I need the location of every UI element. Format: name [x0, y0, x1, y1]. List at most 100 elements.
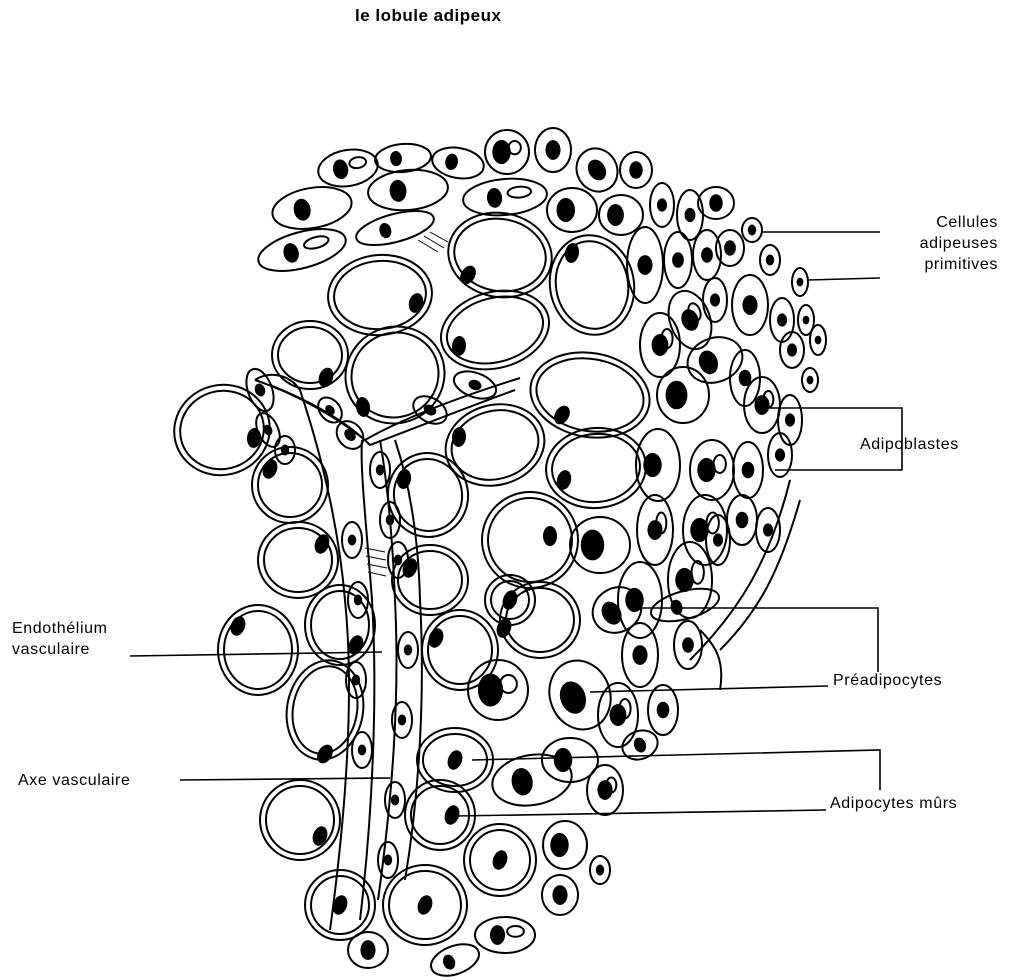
nucleus [389, 150, 402, 166]
nucleus [555, 469, 574, 492]
label-adipoblastes: Adipoblastes [860, 434, 959, 455]
label-line-1: Endothélium [12, 618, 108, 639]
nucleus [451, 426, 467, 447]
lipid-droplet [411, 786, 469, 844]
mature-adipocyte [260, 780, 340, 860]
nucleus [331, 158, 349, 180]
nucleus [724, 240, 736, 255]
cell-membrane [252, 447, 328, 523]
nucleus [632, 645, 647, 665]
nucleus [394, 555, 402, 566]
nucleus [647, 520, 662, 540]
nucleus [554, 748, 572, 772]
label-line-1: Cellules [870, 212, 998, 233]
lipid-vacuole [303, 234, 330, 251]
nucleus [785, 413, 795, 426]
small-cell [430, 144, 486, 183]
label-axe-vasculaire: Axe vasculaire [18, 770, 130, 791]
leader-axe-vasculaire [180, 778, 390, 780]
nucleus [675, 568, 693, 592]
nucleus [500, 588, 520, 612]
nucleus [685, 208, 696, 222]
nucleus [378, 222, 393, 240]
nucleus [666, 381, 688, 410]
cell-membrane [272, 321, 348, 389]
leader-adipocytes-murs-2 [455, 810, 826, 816]
leader-cellules-primitives-2 [808, 278, 880, 280]
nucleus [398, 715, 406, 726]
nucleus [787, 343, 797, 356]
label-preadipocytes: Préadipocytes [833, 670, 942, 691]
nucleus [690, 518, 708, 542]
nucleus [555, 678, 590, 718]
nucleus [766, 255, 774, 266]
nucleus [444, 153, 459, 171]
cell-membrane [353, 204, 438, 252]
nucleus [543, 526, 557, 546]
nucleus [736, 512, 749, 529]
cell-membrane [430, 144, 486, 183]
label-line-3: primitives [870, 254, 998, 275]
nucleus [389, 179, 408, 202]
mature-adipocyte [252, 447, 328, 523]
nucleus [407, 292, 426, 315]
cell-membrane [218, 605, 298, 695]
nucleus [657, 702, 670, 719]
nucleus [358, 745, 366, 756]
nucleus [486, 187, 503, 208]
nucleus [775, 448, 785, 461]
fibre-striation-top [418, 232, 448, 252]
label-cellules-primitives: Cellules adipeuses primitives [870, 212, 998, 275]
nucleus [596, 865, 604, 876]
mature-adipocyte [218, 605, 298, 695]
mature-adipocyte [392, 545, 468, 615]
nucleus [354, 595, 362, 606]
lipid-droplet [439, 286, 550, 373]
small-cell [462, 175, 549, 218]
label-line-2: adipeuses [870, 233, 998, 254]
mature-adipocyte [542, 228, 642, 341]
cell-membrane [432, 279, 558, 381]
nucleus [797, 278, 804, 287]
nucleus [748, 225, 756, 236]
nucleus [672, 252, 684, 267]
nucleus [777, 313, 787, 326]
lipid-droplet [448, 212, 551, 299]
nucleus [316, 366, 336, 390]
lipid-droplet [336, 317, 454, 434]
nucleus [652, 334, 669, 356]
nucleus [260, 457, 280, 481]
nucleus [441, 953, 457, 971]
nucleus [391, 795, 399, 806]
cell-membrane [269, 181, 355, 234]
nucleus [742, 295, 757, 315]
label-endothelium: Endothélium vasculaire [12, 618, 108, 660]
nucleus [360, 940, 375, 960]
small-cell [353, 204, 438, 252]
nucleus [404, 645, 412, 656]
nucleus [678, 307, 701, 333]
nucleus [697, 458, 715, 482]
vessel-wall-left-inner [360, 440, 374, 920]
mature-adipocyte [432, 279, 558, 381]
nucleus [281, 445, 289, 456]
nucleus [739, 370, 752, 387]
small-cell [366, 167, 449, 214]
nucleus [710, 293, 720, 306]
nucleus [384, 855, 392, 866]
leader-adipocytes-murs [472, 750, 880, 790]
nucleus [563, 242, 580, 264]
nucleus [352, 675, 360, 686]
nucleus [815, 336, 822, 345]
leader-preadipocytes-2 [590, 686, 828, 692]
cell-membrane [381, 447, 474, 544]
nucleus [701, 247, 713, 262]
nucleus [643, 453, 661, 477]
nucleus [376, 465, 384, 476]
nucleus [490, 925, 505, 945]
cell-membrane [392, 545, 468, 615]
cell-membrane [542, 228, 642, 341]
nucleus [763, 523, 773, 536]
nucleus [545, 140, 560, 160]
